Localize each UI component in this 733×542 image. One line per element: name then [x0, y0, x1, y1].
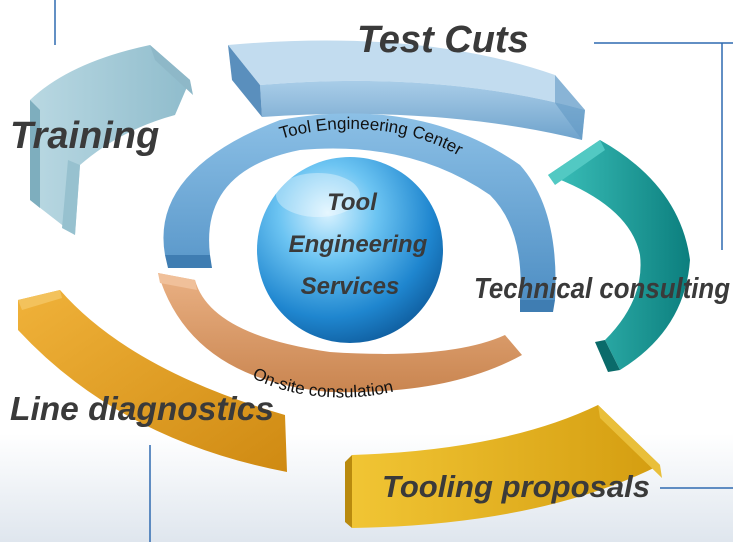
center-line-2: Engineering [289, 231, 428, 258]
connector-lines [54, 0, 733, 542]
line-diagnostics-label: Line diagnostics [10, 390, 274, 427]
tooling-proposals-label: Tooling proposals [382, 469, 650, 504]
center-line-1: Tool [327, 189, 378, 216]
center-line-3: Services [301, 273, 400, 300]
test-cuts-segment [228, 40, 585, 140]
training-segment [30, 45, 193, 235]
sphere-highlight [276, 173, 360, 217]
training-label: Training [10, 115, 159, 157]
onsite-consulation-ring [158, 273, 522, 393]
test-cuts-label: Test Cuts [357, 19, 529, 61]
line-diagnostics-segment [18, 290, 287, 472]
tool-engineering-center-ring [163, 113, 556, 312]
center-sphere [257, 157, 443, 343]
technical-consulting-label: Technical consulting [474, 273, 730, 305]
tooling-proposals-segment [345, 405, 662, 528]
technical-consulting-segment [548, 140, 690, 372]
